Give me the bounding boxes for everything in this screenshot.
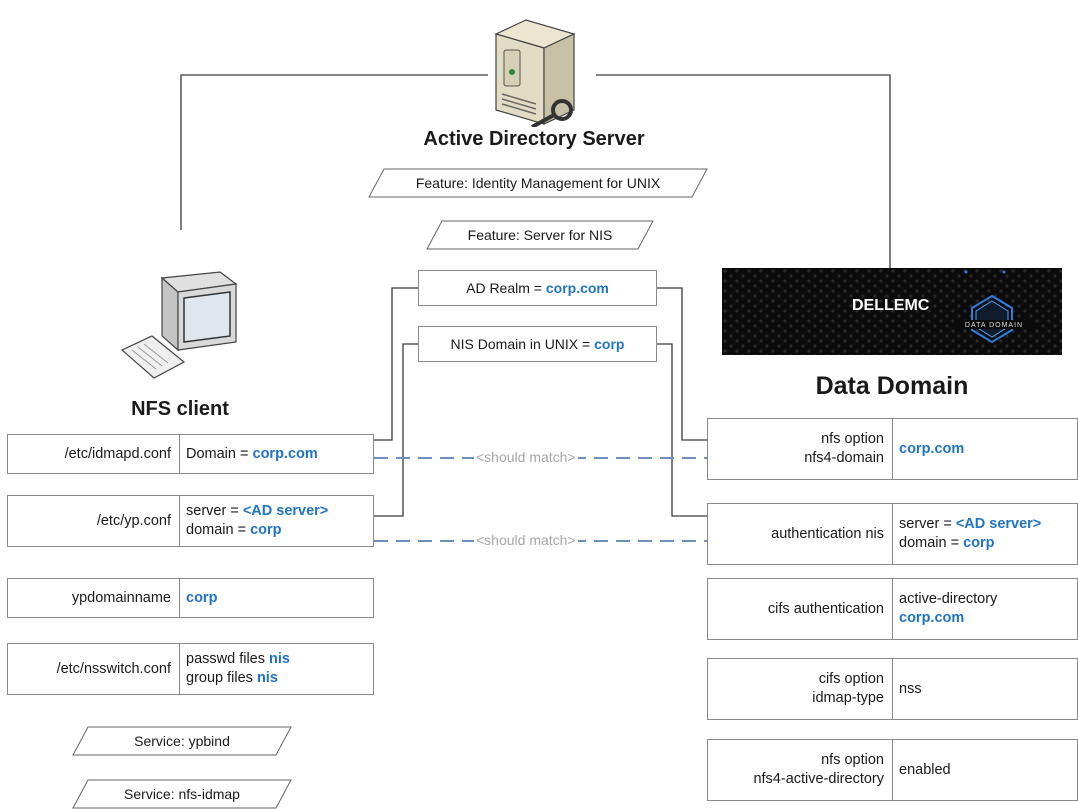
value-line: corp.com [899, 440, 964, 459]
data-domain-badge-text: DATA DOMAIN [965, 322, 1023, 329]
key-line: nfs4-active-directory [753, 771, 884, 787]
client-row-ypconf: /etc/yp.conf server = <AD server>domain … [7, 495, 374, 547]
key-line: idmap-type [812, 690, 884, 706]
highlighted-value: corp.com [899, 440, 965, 457]
value-text: active-directory [899, 591, 998, 607]
key-line: cifs authentication [767, 600, 884, 617]
highlighted-value: corp.com [252, 445, 318, 462]
dd-row-value: corp.com [893, 419, 970, 479]
value-line: Domain = corp.com [186, 445, 318, 464]
highlighted-value: nis [256, 670, 278, 686]
nis-domain-box: NIS Domain in UNIX = corp [418, 326, 657, 362]
highlighted-value: corp [963, 535, 995, 551]
dd-row-key: authentication nis [708, 504, 893, 564]
should-match-label: <should match> [474, 532, 578, 548]
value-line: corp [186, 589, 217, 608]
key-line: authentication nis [771, 525, 884, 542]
value-line: passwd files nis [186, 650, 290, 669]
value-text: nss [899, 680, 922, 697]
nis-to-ypconf-line [374, 343, 418, 517]
value-line: domain = corp [186, 521, 328, 540]
dd-row-authentication-nis: authentication nis server = <AD server>d… [707, 503, 1078, 565]
dd-row-key: nfs option nfs4-domain [708, 419, 893, 479]
value-text: domain = [186, 522, 251, 538]
nis-to-authnis-line [657, 343, 707, 517]
client-row-key: /etc/nsswitch.conf [8, 644, 180, 694]
data-domain-title: Data Domain [815, 372, 969, 400]
service-nfs-idmap: Service: nfs-idmap [72, 779, 292, 809]
feature-server-for-nis: Feature: Server for NIS [426, 220, 654, 250]
highlighted-value: <AD server> [955, 516, 1042, 532]
service-ypbind: Service: ypbind [72, 726, 292, 756]
client-row-key: /etc/idmapd.conf [8, 435, 180, 473]
nfs-client-title: NFS client [131, 398, 229, 420]
realm-to-idmapd-line [374, 287, 418, 441]
key-line: nfs option [821, 431, 884, 447]
desktop-computer-icon [120, 271, 238, 379]
value-text: group files [186, 670, 257, 686]
dd-row-nfs4-domain: nfs option nfs4-domain corp.com [707, 418, 1078, 480]
key-line: nfs4-domain [804, 450, 884, 466]
value-text: server = [899, 516, 956, 532]
highlighted-value: corp [186, 589, 218, 606]
highlighted-value: corp.com [899, 610, 965, 626]
realm-to-nfs4domain-line [657, 287, 707, 441]
dd-row-value: enabled [893, 740, 957, 800]
ad-realm-box: AD Realm = corp.com [418, 270, 657, 306]
value-line: active-directory [899, 590, 997, 609]
dd-row-key: cifs option idmap-type [708, 659, 893, 719]
client-row-value: corp [180, 579, 223, 617]
value-text: server = [186, 503, 243, 519]
dd-row-value: active-directory corp.com [893, 579, 1003, 639]
value-line: corp.com [899, 609, 997, 628]
dd-row-cifs-authentication: cifs authentication active-directory corp… [707, 578, 1078, 640]
client-row-key: /etc/yp.conf [8, 496, 180, 546]
value-text: enabled [899, 761, 951, 778]
highlighted-value: corp [250, 522, 282, 538]
dd-row-nfs4-active-directory: nfs option nfs4-active-directory enabled [707, 739, 1078, 801]
feature-identity-management: Feature: Identity Management for UNIX [368, 168, 708, 198]
server-title: Active Directory Server [423, 128, 645, 150]
highlighted-value: nis [269, 651, 290, 667]
dd-row-value: server = <AD server>domain = corp [893, 504, 1047, 564]
client-row-value: server = <AD server>domain = corp [180, 496, 334, 546]
key-line: nfs option [821, 752, 884, 768]
value-line: group files nis [186, 669, 290, 688]
server-tower-icon [494, 19, 576, 127]
value-line: enabled [899, 761, 951, 780]
highlighted-value: <AD server> [242, 503, 329, 519]
value-line: server = <AD server> [186, 502, 328, 521]
dd-row-idmap-type: cifs option idmap-type nss [707, 658, 1078, 720]
dd-row-key: cifs authentication [708, 579, 893, 639]
value-text: Domain = [186, 445, 253, 462]
client-row-key: ypdomainname [8, 579, 180, 617]
value-line: nss [899, 680, 922, 699]
value-line: server = <AD server> [899, 515, 1041, 534]
dd-row-key: nfs option nfs4-active-directory [708, 740, 893, 800]
should-match-label: <should match> [474, 449, 578, 465]
key-line: cifs option [818, 671, 884, 687]
dd-row-value: nss [893, 659, 928, 719]
client-row-idmapd: /etc/idmapd.conf Domain = corp.com [7, 434, 374, 474]
client-row-value: Domain = corp.com [180, 435, 324, 473]
dellemc-logo-text: DELLEMC [852, 297, 930, 314]
data-domain-appliance-image: DELLEMC DATA DOMAIN [722, 268, 1062, 355]
value-text: domain = [899, 535, 964, 551]
server-to-datadomain-line [596, 74, 891, 268]
value-line: domain = corp [899, 534, 1041, 553]
value-text: passwd files [186, 651, 270, 667]
client-row-ypdomainname: ypdomainname corp [7, 578, 374, 618]
client-to-server-line [180, 74, 488, 230]
